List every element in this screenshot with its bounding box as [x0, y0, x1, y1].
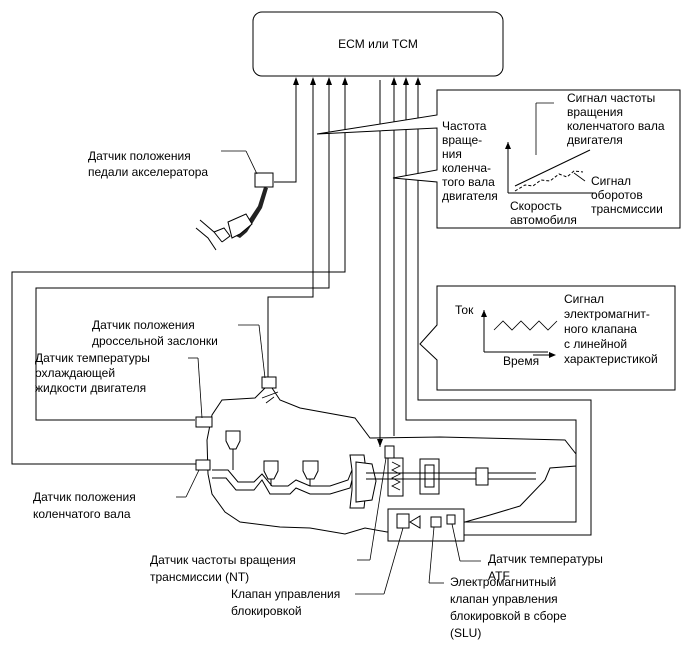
svg-text:Датчик частоты вращения: Датчик частоты вращения трансмиссии (NT)	[150, 553, 299, 584]
graph2-right-label: Сигнал электромагнит- ного клапана с лин…	[564, 292, 658, 366]
signal-lines	[11, 77, 592, 536]
graph1-x-label: Скорость автомобиля	[510, 199, 577, 227]
svg-text:Датчик температуры охлаж: Датчик температуры охлаждающей жидкости …	[35, 351, 153, 395]
label-accel-pedal-sensor: Датчик положения педали акселератора	[88, 149, 208, 179]
svg-text:Электромагнитный клапан: Электромагнитный клапан управления блоки…	[450, 575, 570, 640]
svg-text:Датчик положения дроссел: Датчик положения дроссельной заслонки	[92, 318, 218, 348]
label-crankshaft-sensor: Датчик положения коленчатого вала	[33, 469, 200, 521]
label-throttle-sensor: Датчик положения дроссельной заслонки	[92, 318, 266, 379]
label-coolant-temp-sensor: Датчик температуры охлаждающей жидкости …	[35, 351, 203, 419]
accelerator-pedal	[195, 150, 274, 251]
ecm-tcm-box: ECM или TCM	[252, 11, 504, 77]
graph1-y-label: Частота враще- ния коленча- того вала дв…	[442, 119, 498, 203]
graph2-x-label: Время	[503, 354, 539, 368]
svg-text:Датчик положения педали: Датчик положения педали акселератора	[88, 149, 208, 179]
solenoid-current-graph: Ток Время Сигнал электромагнит- ного кла…	[419, 285, 676, 391]
graph2-y-label: Ток	[455, 303, 474, 317]
graph1-right-label: Сигнал оборотов трансмиссии	[591, 174, 663, 216]
label-slu-solenoid: Электромагнитный клапан управления блоки…	[428, 526, 570, 640]
svg-text:Датчик положения коленча: Датчик положения коленчатого вала	[33, 490, 139, 521]
label-atf-temp-sensor: Датчик температуры ATF	[451, 523, 606, 583]
graph1-top-label: Сигнал частоты вращения коленчатого вала…	[567, 91, 668, 147]
label-nt-sensor: Датчик частоты вращения трансмиссии (NT)	[150, 457, 387, 584]
svg-text:Датчик температуры ATF: Датчик температуры ATF	[488, 552, 606, 583]
svg-text:Клапан управления блокир: Клапан управления блокировкой	[231, 587, 344, 618]
crankshaft-speed-graph: Частота враще- ния коленча- того вала дв…	[316, 89, 681, 229]
accel-sensor-body	[254, 172, 274, 188]
label-lockup-valve: Клапан управления блокировкой	[231, 527, 404, 618]
ecm-tcm-label: ECM или TCM	[338, 37, 418, 51]
